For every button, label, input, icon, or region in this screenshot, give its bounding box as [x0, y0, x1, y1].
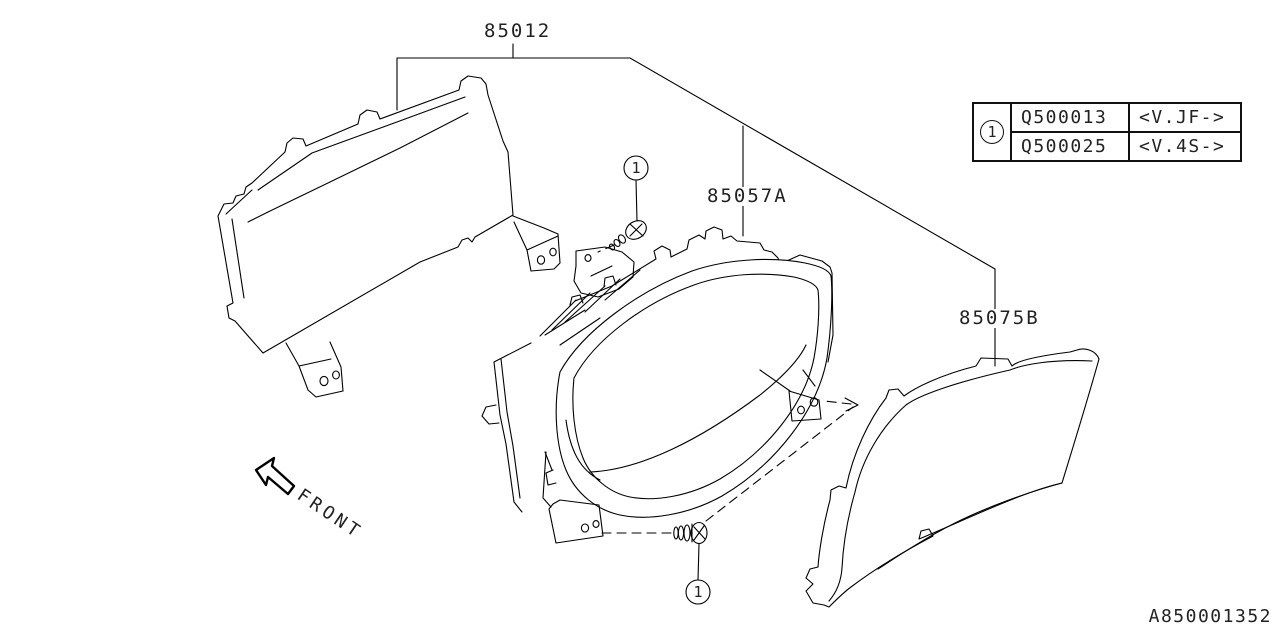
callout-bottom [685, 543, 711, 605]
front-label: FRONT [293, 485, 366, 544]
callout-top [623, 155, 649, 222]
lens-drawing [805, 348, 1100, 608]
screw-top [608, 220, 647, 251]
callout-top-number: 1 [631, 159, 640, 177]
legend-callout-circle: 1 [980, 120, 1004, 144]
cluster-drawing [217, 75, 561, 398]
leader-lines [396, 43, 996, 367]
legend-variant: <V.JF-> [1139, 107, 1226, 128]
legend-row: Q500025 <V.4S-> [1012, 133, 1240, 160]
legend-part-number: Q500025 [1012, 133, 1130, 160]
legend-variant: <V.4S-> [1139, 136, 1226, 157]
legend-callout-cell: 1 [974, 104, 1012, 160]
legend-row: Q500013 <V.JF-> [1012, 104, 1240, 133]
drawing-number: A850001352 [1148, 606, 1272, 627]
legend-rows: Q500013 <V.JF-> Q500025 <V.4S-> [1012, 104, 1240, 160]
legend-table: 1 Q500013 <V.JF-> Q500025 <V.4S-> [972, 102, 1242, 162]
dashed-arrowhead [844, 397, 859, 412]
part-label-lens: 85075B [956, 309, 1043, 328]
part-label-housing: 85057A [704, 187, 791, 206]
legend-part-number: Q500013 [1012, 104, 1130, 131]
screw-axis-dashed-lines [597, 244, 854, 534]
front-arrow-icon [254, 456, 296, 496]
housing-drawing [481, 226, 834, 544]
screw-bottom [673, 521, 708, 545]
callout-bottom-number: 1 [693, 583, 702, 601]
part-label-cluster: 85012 [481, 22, 555, 41]
